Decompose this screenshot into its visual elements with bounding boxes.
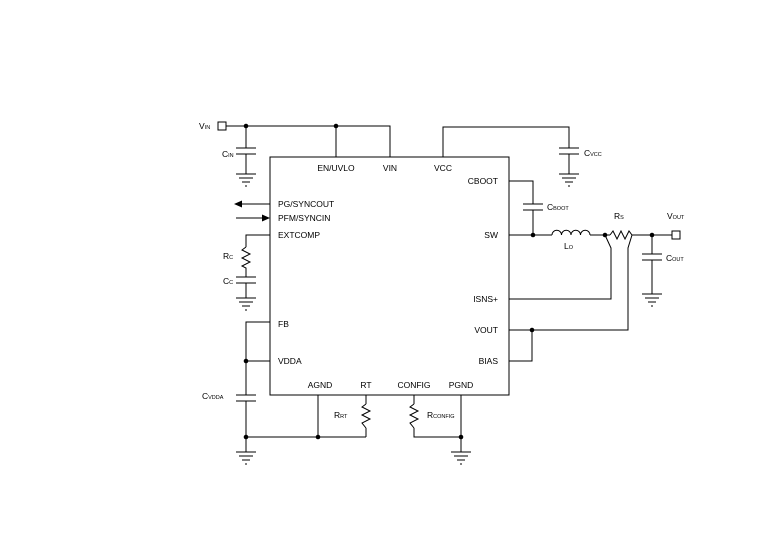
vcc-wire	[442, 126, 570, 157]
pin-en-uvlo: EN/UVLO	[317, 163, 355, 173]
agnd-wire	[246, 395, 366, 438]
ground-symbol	[642, 293, 662, 307]
vout-label: VOUT	[667, 211, 685, 221]
lo-inductor	[551, 229, 591, 236]
pin-pg-syncout: PG/SYNCOUT	[278, 199, 334, 209]
vin-terminal	[217, 121, 227, 131]
rconfig-label: RCONFIG	[427, 410, 455, 420]
bias-wire	[509, 330, 533, 362]
pin-sw: SW	[484, 230, 498, 240]
vout-sense-wire	[509, 234, 633, 331]
cin-label: CIN	[222, 149, 234, 159]
pin-fb: FB	[278, 319, 289, 329]
pin-vin: VIN	[383, 163, 397, 173]
cboot-capacitor	[523, 203, 543, 211]
junction-dot	[458, 434, 464, 440]
rc-label: RC	[223, 251, 233, 261]
rs-label: RS	[614, 211, 624, 221]
junction-dot	[315, 434, 321, 440]
pin-vout: VOUT	[474, 325, 498, 335]
pin-extcomp: EXTCOMP	[278, 230, 320, 240]
cvcc-label: CVCC	[584, 148, 602, 158]
cout-capacitor	[642, 253, 662, 294]
ground-symbol	[451, 451, 471, 465]
isns-sense-wire	[509, 234, 612, 300]
cin-capacitor	[236, 147, 256, 174]
ground-symbol	[236, 297, 256, 311]
junction-dot	[243, 358, 249, 364]
pin-vdda: VDDA	[278, 356, 302, 366]
cc-capacitor	[236, 276, 256, 298]
junction-dot	[243, 434, 249, 440]
rs-resistor	[609, 229, 652, 241]
vin-wire	[226, 125, 391, 157]
cc-label: CC	[223, 276, 233, 286]
junction-dot	[530, 232, 536, 238]
pin-agnd: AGND	[308, 380, 333, 390]
rconfig-resistor	[408, 403, 420, 429]
junction-dot	[649, 232, 655, 238]
rc-resistor	[240, 246, 252, 277]
ic-body	[269, 156, 510, 396]
vout-wire	[651, 234, 672, 254]
rrt-resistor	[360, 403, 372, 429]
ground-symbol	[236, 173, 256, 187]
vout-terminal	[671, 230, 681, 240]
pin-pgnd: PGND	[449, 380, 474, 390]
extcomp-wire	[245, 234, 270, 247]
junction-dot	[243, 123, 249, 129]
config-wire	[413, 395, 462, 452]
cvcc-capacitor	[559, 147, 579, 174]
pin-config: CONFIG	[397, 380, 430, 390]
ground-symbol	[236, 451, 256, 465]
pin-pfm-syncin: PFM/SYNCIN	[278, 213, 330, 223]
pfm-syncin-arrow	[236, 214, 270, 222]
cboot-wire	[509, 180, 534, 235]
rrt-label: RRT	[334, 410, 348, 420]
cvdda-capacitor	[236, 394, 256, 452]
pin-cboot: CBOOT	[468, 176, 498, 186]
lo-label: LO	[564, 241, 574, 251]
junction-dot	[333, 123, 339, 129]
pin-bias: BIAS	[479, 356, 499, 366]
cout-label: COUT	[666, 253, 684, 263]
pg-syncout-arrow	[234, 200, 270, 208]
cvdda-label: CVDDA	[202, 391, 224, 401]
vin-label: VIN	[199, 121, 210, 131]
pin-isns-plus: ISNS+	[473, 294, 498, 304]
ground-symbol	[559, 173, 579, 187]
pin-vcc: VCC	[434, 163, 452, 173]
fb-vdda-wire	[245, 321, 270, 395]
pin-rt: RT	[360, 380, 371, 390]
cboot-label: CBOOT	[547, 202, 569, 212]
